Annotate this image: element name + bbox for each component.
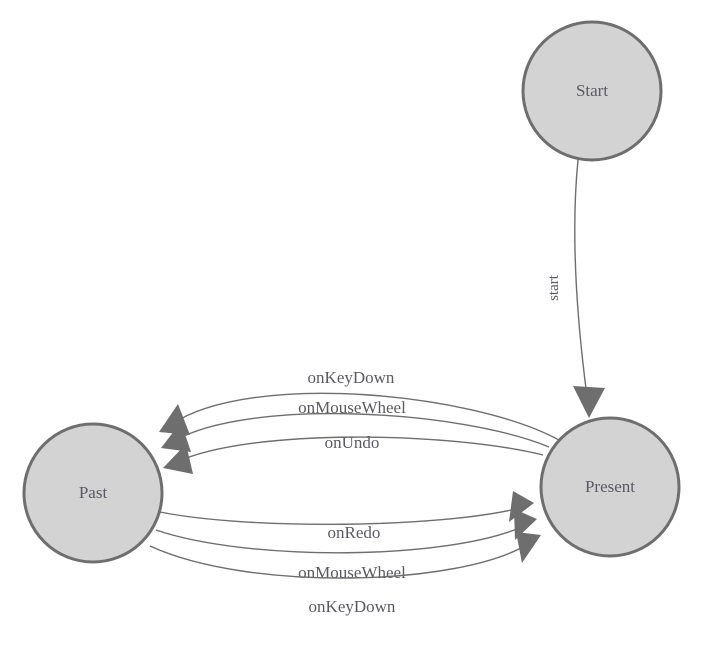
arrowhead-start-present [573,386,605,418]
edge-label-present-past-keydown: onKeyDown [308,368,395,387]
edge-label-present-past-undo: onUndo [325,433,380,452]
edge-past-to-present-onredo[interactable]: onRedo [159,491,534,542]
edge-label-past-present-wheel: onMouseWheel [298,563,406,582]
edge-label-start: start [546,274,562,301]
node-present[interactable]: Present [539,416,681,558]
edge-path-past-present-keydown [149,543,529,579]
arrowhead-present-past-wheel [161,422,191,452]
edge-label-past-present-keydown: onKeyDown [309,597,396,616]
node-start-circle [521,20,663,162]
edge-label-present-past-wheel: onMouseWheel [298,398,406,417]
node-past[interactable]: Past [22,422,164,564]
edge-path-present-past-undo [176,436,544,463]
edge-path-present-past-keydown [171,392,560,441]
arrowhead-present-past-keydown [159,404,190,435]
node-past-label: Past [79,483,108,502]
edge-start-to-present[interactable]: start [546,159,605,418]
node-present-label: Present [585,477,635,496]
node-start[interactable]: Start [521,20,663,162]
arrowhead-present-past-undo [163,444,193,474]
edge-present-to-past-onundo[interactable]: onUndo [163,433,544,474]
arrowhead-past-present-wheel [514,509,537,540]
arrowhead-past-present-keydown [516,532,541,563]
edge-path-past-present-wheel [155,525,525,554]
edge-past-to-present-onkeydown[interactable]: onKeyDown [149,532,541,616]
node-past-circle [22,422,164,564]
edge-path-past-present-redo [159,507,521,526]
node-present-circle [539,416,681,558]
edge-path-present-past-wheel [173,412,550,448]
edge-label-past-present-redo: onRedo [328,523,381,542]
edge-path-start-present [574,159,589,405]
node-start-label: Start [576,81,608,100]
edge-present-to-past-onmousewheel[interactable]: onMouseWheel [161,398,550,452]
